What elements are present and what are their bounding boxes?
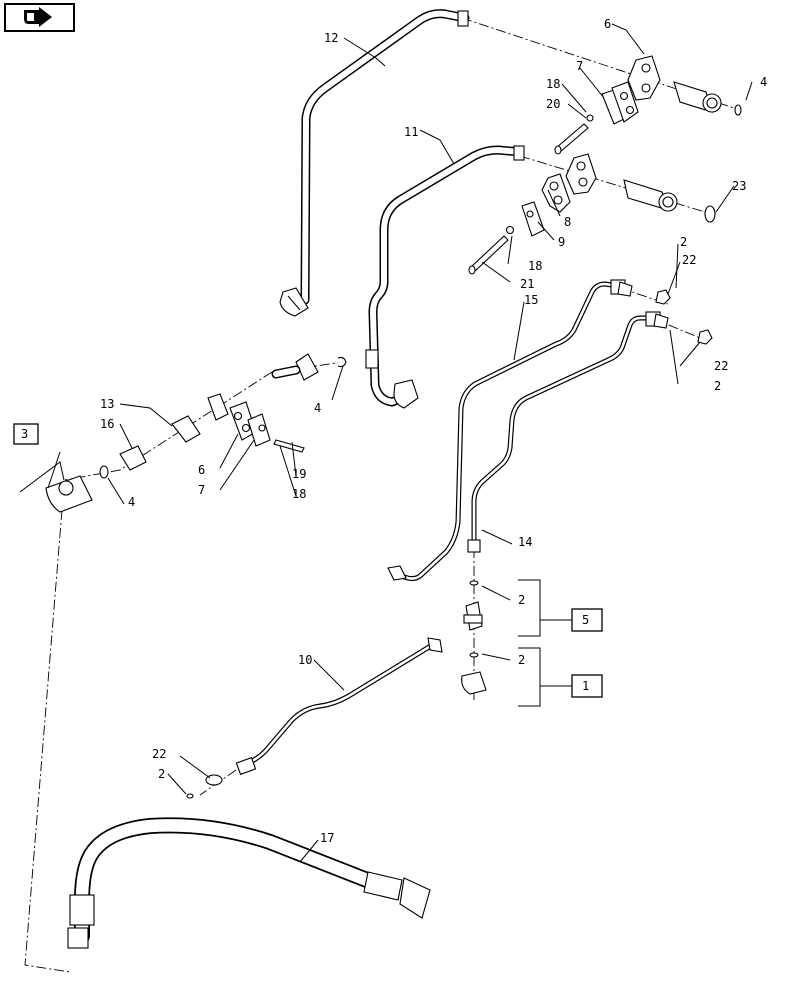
hose-17 (67, 817, 431, 949)
callout-22-c: 22 (152, 747, 166, 761)
callout-12: 12 (324, 31, 338, 45)
callout-9: 9 (558, 235, 565, 249)
callout-13: 13 (100, 397, 114, 411)
callout-4-mid: 4 (314, 401, 321, 415)
clamp-assembly-upper (468, 55, 742, 275)
callout-2-b: 2 (714, 379, 721, 393)
callout-2-c: 2 (518, 593, 525, 607)
boxed-callout-5[interactable]: 5 (571, 608, 603, 632)
callout-18-left: 18 (292, 487, 306, 501)
tee-fitting-stack (461, 580, 487, 695)
callout-2-a: 2 (680, 235, 687, 249)
tube-11 (365, 145, 525, 409)
callout-7-left: 7 (198, 483, 205, 497)
tube-12 (279, 9, 470, 317)
callout-23: 23 (732, 179, 746, 193)
leader-lines (19, 23, 753, 863)
tube-10 (186, 637, 443, 799)
callout-22-a: 22 (682, 253, 696, 267)
callout-4-top: 4 (760, 75, 767, 89)
boxed-callout-3[interactable]: 3 (13, 423, 39, 445)
boxed-callout-1-label: 1 (582, 679, 589, 693)
callout-20: 20 (546, 97, 560, 111)
tube-15 (387, 279, 671, 582)
callout-4-left: 4 (128, 495, 135, 509)
callout-6-top: 6 (604, 17, 611, 31)
callout-19: 19 (292, 467, 306, 481)
callout-2-d: 2 (518, 653, 525, 667)
callout-2-e: 2 (158, 767, 165, 781)
next-page-arrow-icon (24, 7, 52, 27)
callout-16: 16 (100, 417, 114, 431)
boxed-callout-1[interactable]: 1 (571, 674, 603, 698)
tube-14 (467, 311, 713, 553)
callout-15: 15 (524, 293, 538, 307)
callout-6-left: 6 (198, 463, 205, 477)
callout-18-top: 18 (546, 77, 560, 91)
boxed-callout-5-label: 5 (582, 613, 589, 627)
left-fitting-stack (45, 353, 347, 513)
callout-10: 10 (298, 653, 312, 667)
callout-14: 14 (518, 535, 532, 549)
callout-18-mid: 18 (528, 259, 542, 273)
callout-8: 8 (564, 215, 571, 229)
next-page-button[interactable] (4, 3, 75, 32)
callout-11: 11 (404, 125, 418, 139)
callout-21: 21 (520, 277, 534, 291)
callout-7-top: 7 (576, 59, 583, 73)
callout-17: 17 (320, 831, 334, 845)
boxed-callout-3-label: 3 (21, 427, 28, 441)
callout-labels: 12 6 7 18 20 4 11 23 8 9 18 21 2 22 15 2… (100, 17, 767, 845)
callout-22-b: 22 (714, 359, 728, 373)
